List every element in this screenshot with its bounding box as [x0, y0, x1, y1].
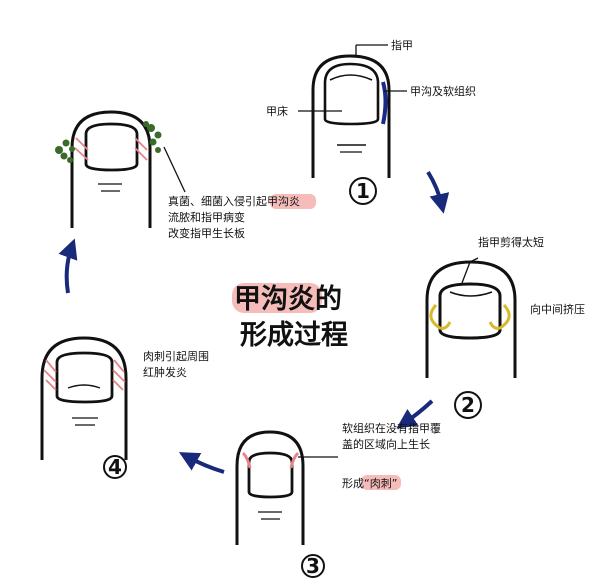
stage-4-text-line-2: 红肿发炎	[143, 365, 187, 379]
title-rest: 的	[315, 283, 342, 315]
stage-3-prefix: 形成	[342, 477, 364, 490]
finger-stage-1	[298, 44, 407, 178]
label-nail-bed: 甲床	[266, 104, 288, 118]
arrow-stage-2-to-3	[396, 399, 434, 429]
stage-2-side-label: 向中间挤压	[530, 302, 585, 316]
finger-stage-5	[55, 110, 186, 228]
finger-stage-2	[425, 257, 517, 378]
stage-3-text-line-3: 形成“肉刺”	[342, 477, 397, 490]
stage-5-prefix: 真菌、细菌入侵引起	[168, 194, 267, 208]
stage-5-text-line-3: 改变指甲生长板	[168, 226, 245, 240]
stage-3-text-line-1: 软组织在没有指甲覆	[342, 421, 441, 435]
stage-3-text-line-2: 盖的区域向上生长	[342, 437, 430, 451]
label-nail: 指甲	[391, 38, 413, 52]
stage-2-text: 指甲剪得太短	[478, 235, 544, 249]
stage-5-highlight: 甲沟炎	[267, 195, 300, 208]
stage-number-4: 4	[108, 455, 122, 479]
fungus-dots-right	[143, 121, 162, 153]
finger-stage-4	[40, 336, 128, 460]
stage-number-1: 1	[356, 179, 370, 203]
arrow-stage-3-to-4	[179, 452, 225, 474]
stage-5-text-line-1: 真菌、细菌入侵引起甲沟炎	[168, 194, 300, 208]
title-highlight: 甲沟炎	[234, 284, 315, 315]
stage-number-3: 3	[306, 554, 320, 578]
stage-number-2: 2	[461, 393, 475, 417]
finger-stage-3	[235, 430, 338, 545]
arrow-stage-4-to-5	[58, 238, 78, 294]
fungus-dots-left	[55, 139, 75, 163]
stage-4-text-line-1: 肉刺引起周围	[143, 349, 209, 363]
page-title-line-1: 甲沟炎的	[234, 283, 342, 315]
page-title-line-2: 形成过程	[240, 320, 348, 351]
arrow-stage-1-to-2	[426, 170, 450, 214]
label-nail-fold: 甲沟及软组织	[410, 84, 476, 98]
stage-3-highlight: “肉刺”	[364, 477, 397, 490]
stage-5-text-line-2: 流脓和指甲病变	[168, 210, 245, 224]
